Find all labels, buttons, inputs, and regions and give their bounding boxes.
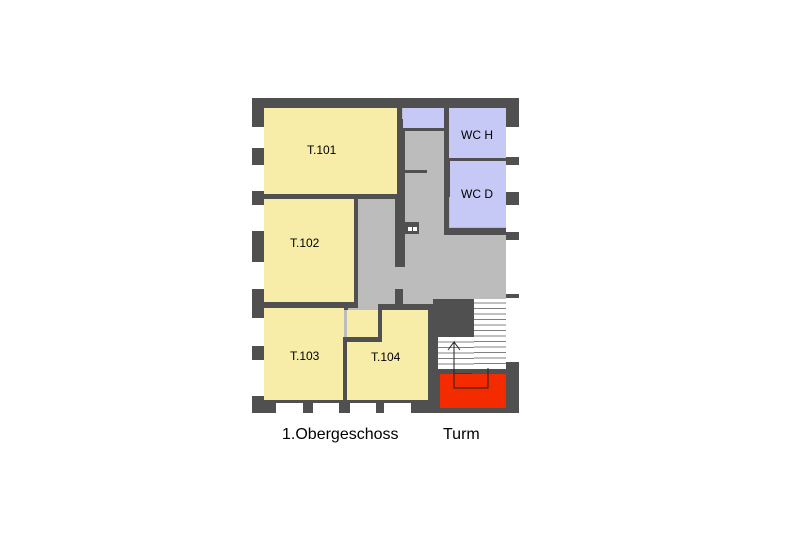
room-label-t101: T.101 [307,143,337,157]
room-wcd [450,160,506,227]
room-t102 [264,199,354,302]
shaft-vent [413,227,417,231]
room-t104 [347,310,431,400]
room-wch-cabin [449,108,506,158]
room-label-wch: WC H [461,128,493,142]
room-label-wcd: WC D [461,187,493,201]
room-label-t104: T.104 [371,350,401,364]
caption-floor: 1.Obergeschoss [282,426,399,443]
room-label-t103: T.103 [290,349,320,363]
shaft-vent [408,227,412,231]
room-t103 [264,308,344,400]
room-label-t102: T.102 [290,236,320,250]
staircase [438,299,506,395]
tower-area [440,374,506,408]
caption-section: Turm [443,426,480,443]
windows [252,127,519,413]
room-t101 [264,108,397,194]
tower-path [453,374,489,389]
interior-walls [262,108,506,409]
